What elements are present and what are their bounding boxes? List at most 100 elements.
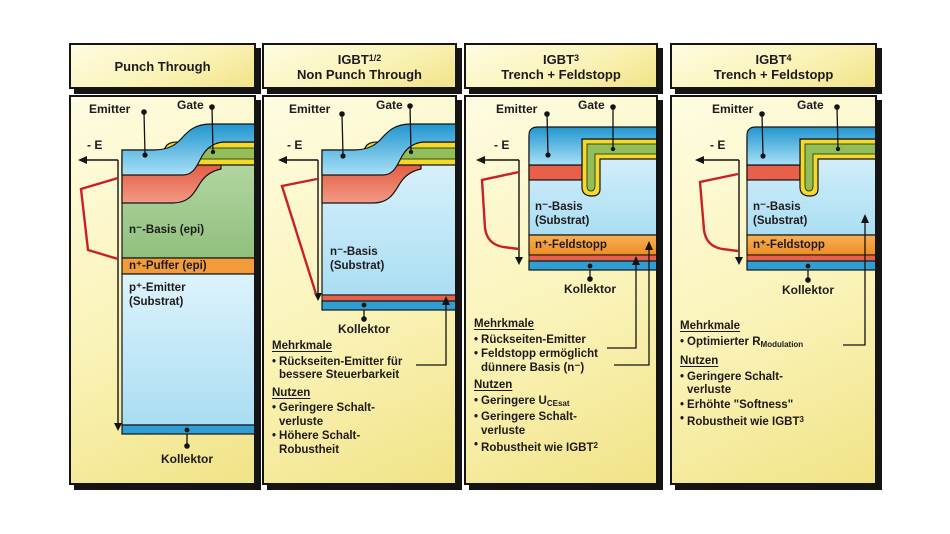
- p3-feldstopp-layer-label: n⁺-Feldstopp: [535, 239, 607, 251]
- panel2-subtitle: Non Punch Through: [297, 66, 422, 82]
- bullet-marker: •: [474, 333, 479, 346]
- p4-emitter-contact-dot: [760, 153, 766, 159]
- p3-merkmal1-connector: [607, 264, 637, 349]
- p1-p-emitter-region: [121, 273, 254, 426]
- bullet-marker: •: [272, 355, 277, 368]
- p2-emitter-line: [341, 113, 344, 156]
- p3-gate-label: Gate: [578, 98, 605, 112]
- panel3-device-drawing: [476, 104, 656, 366]
- p3-efield-curve: [480, 170, 520, 251]
- p3-gate-contact-dot: [610, 146, 616, 152]
- p4-nutzen-title: Nutzen: [680, 355, 719, 367]
- p3-merkmal2-arrowhead: [645, 241, 653, 250]
- p3-kollektor-dot: [587, 276, 593, 282]
- p3-nutzen-1: •Geringere UCEsat: [474, 395, 652, 411]
- p4-depth-arrowhead: [735, 257, 743, 265]
- p3-emitter-metal: [528, 126, 656, 166]
- p4-gate-line: [836, 106, 839, 150]
- p2-collector-contact-dot: [361, 302, 367, 308]
- p3-efield-label: - E: [494, 138, 510, 152]
- p4-nutzen-1: •Geringere Schalt-verluste: [680, 371, 858, 398]
- bullet-text: Geringere Schalt-verluste: [279, 402, 375, 428]
- bullet-text: Erhöhte "Softness": [687, 398, 794, 411]
- bullet-marker: •: [474, 439, 479, 451]
- p1-e-arrowhead-left: [78, 156, 87, 164]
- p1-efield-curve: [79, 176, 119, 261]
- p2-nutzen-title: Nutzen: [272, 386, 311, 399]
- bullet-marker: •: [680, 413, 685, 425]
- p3-text-block: Mehrkmale •Rückseiten-Emitter •Feldstopp…: [474, 315, 652, 457]
- bullet-text: Robustheit wie IGBT3: [687, 415, 804, 428]
- bullet-text: Höhere Schalt-Robustheit: [279, 430, 361, 456]
- bullet-text: Optimierter RModulation: [687, 335, 804, 349]
- p4-collector-contact-dot: [805, 263, 811, 269]
- p2-emitter-contact-dot: [340, 153, 346, 159]
- p1-efield-label: - E: [87, 138, 103, 152]
- p1-gate-label: Gate: [177, 98, 204, 112]
- p4-collector-metal: [746, 260, 875, 271]
- p2-e-arrowhead-left: [278, 156, 287, 164]
- p2-emitter-label: Emitter: [289, 102, 331, 116]
- p3-emitter-label: Emitter: [496, 102, 538, 116]
- p4-e-arrowhead-left: [695, 156, 704, 164]
- panel2-body: Emitter Gate - E n⁻-Basis(Substrat) Koll…: [262, 95, 457, 485]
- panel1-title: Punch Through: [114, 58, 211, 74]
- p4-emitter-label: Emitter: [712, 102, 754, 116]
- p2-kollektor-dot: [361, 316, 367, 322]
- p3-kollektor-label: Kollektor: [563, 282, 616, 296]
- p3-collector-metal: [528, 260, 656, 271]
- p2-depth-arrowhead: [314, 293, 322, 301]
- p4-trench-gate-poly: [804, 143, 875, 192]
- panel3-header: IGBT3 Trench + Feldstopp: [464, 43, 658, 89]
- p4-kollektor-label: Kollektor: [781, 283, 834, 297]
- bullet-marker: •: [680, 335, 685, 348]
- bullet-marker: •: [272, 402, 277, 414]
- p1-gate-contact-dot: [210, 149, 216, 155]
- bullet-text: Geringere UCEsat: [481, 394, 570, 408]
- p2-collector-metal: [321, 300, 455, 311]
- p3-depth-arrowhead: [515, 257, 523, 265]
- p4-p-well-region: [746, 164, 801, 181]
- p4-feldstopp-layer-label: n⁺-Feldstopp: [753, 239, 825, 251]
- p3-trench-gate-poly: [586, 143, 656, 192]
- p4-merkmale-title: Mehrkmale: [680, 320, 741, 332]
- p4-emitter-line: [761, 113, 764, 156]
- p1-kollektor-dot: [184, 443, 190, 449]
- p2-merkmal-connector: [416, 304, 447, 366]
- panel4-title: IGBT4: [755, 51, 792, 67]
- p1-emitter-label: Emitter: [89, 102, 131, 116]
- p2-efield-curve: [280, 177, 318, 295]
- p3-collector-contact-dot: [587, 263, 593, 269]
- bullet-marker: •: [474, 348, 479, 360]
- p3-nutzen-3: •Robustheit wie IGBT2: [474, 439, 652, 456]
- p1-emitter-line: [143, 111, 146, 155]
- bullet-text: Rückseiten-Emitter: [481, 333, 586, 346]
- p2-backside-emitter-layer: [321, 294, 455, 302]
- p2-merkmale-title: Mehrkmale: [272, 340, 333, 352]
- panel1-device-drawing: [78, 104, 254, 449]
- p2-nutzen-1: •Geringere Schalt-verluste: [272, 402, 450, 429]
- bullet-text: Robustheit wie IGBT2: [481, 441, 598, 454]
- bullet-text: Geringere Schalt-verluste: [687, 370, 783, 397]
- bullet-marker: •: [272, 430, 277, 442]
- p4-gate-label: Gate: [797, 98, 824, 112]
- p2-gate-line: [409, 105, 412, 153]
- p4-gate-contact-dot: [835, 146, 841, 152]
- p1-substrate-layer-label: p⁺-Emitter(Substrat): [129, 282, 186, 308]
- bullet-marker: •: [474, 394, 479, 407]
- bullet-marker: •: [680, 370, 685, 383]
- p2-merkmal-arrowhead: [442, 296, 450, 305]
- bullet-text: Geringere Schalt-verluste: [481, 411, 577, 437]
- p3-merkmal1-arrowhead: [632, 256, 640, 265]
- p3-basis-layer-label: n⁻-Basis(Substrat): [535, 201, 590, 227]
- panel2-header: IGBT1/2 Non Punch Through: [262, 43, 457, 89]
- p4-merkmal-arrowhead: [861, 214, 869, 223]
- p3-merkmale-title: Mehrkmale: [474, 318, 535, 330]
- p2-gate-contact-dot: [408, 149, 414, 155]
- p1-depth-arrowhead: [114, 423, 122, 431]
